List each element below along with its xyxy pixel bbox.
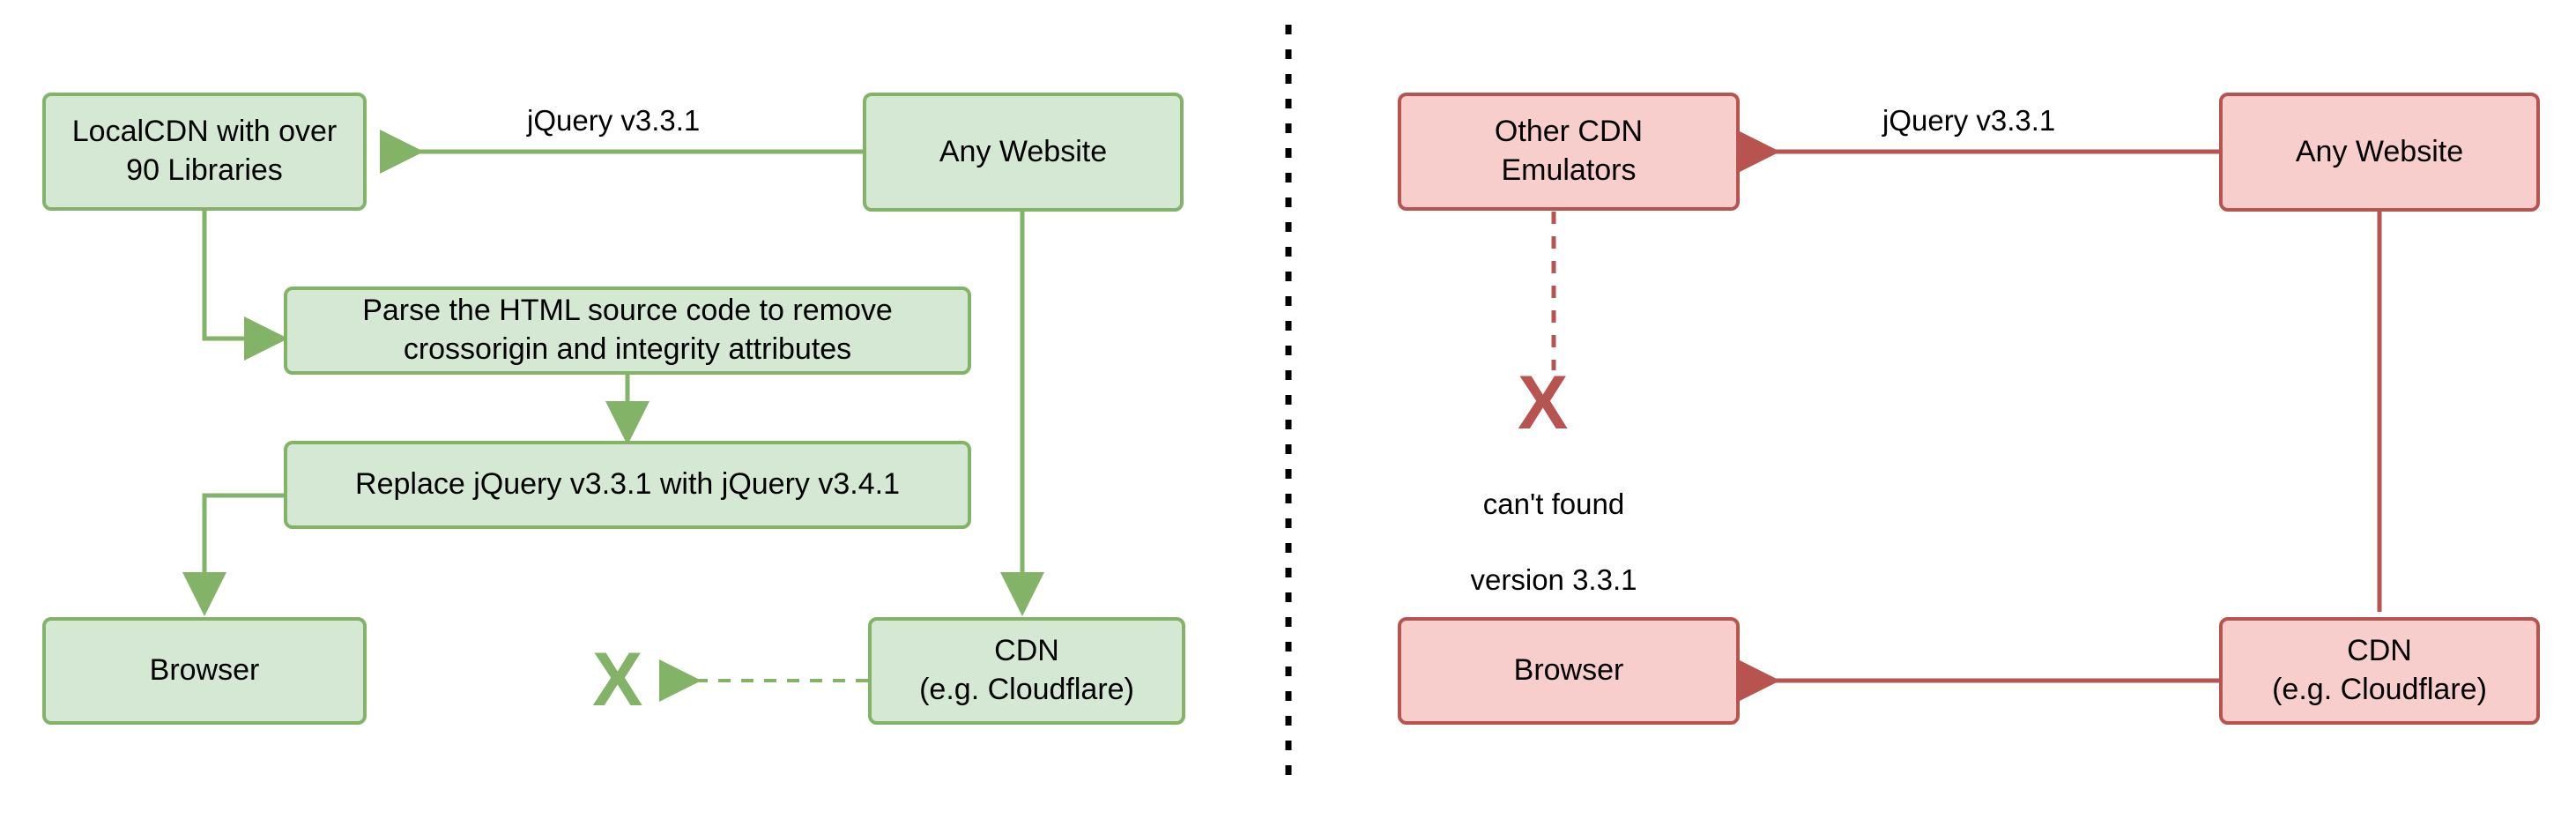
node-any-website-left-label: Any Website [939, 134, 1108, 168]
node-localcdn[interactable]: LocalCDN with over 90 Libraries [42, 93, 367, 211]
edge-label-jquery-left: jQuery v3.3.1 [518, 104, 709, 138]
node-parse-line2: crossorigin and integrity attributes [403, 332, 852, 366]
node-browser-left[interactable]: Browser [42, 617, 367, 725]
node-cdn-right-line1: CDN [2347, 634, 2412, 668]
node-cdn-right[interactable]: CDN (e.g. Cloudflare) [2219, 617, 2540, 725]
edge-label-jquery-right: jQuery v3.3.1 [1874, 104, 2065, 138]
node-any-website-left[interactable]: Any Website [863, 93, 1184, 212]
node-cdn-right-line2: (e.g. Cloudflare) [2272, 673, 2487, 706]
node-parse-line1: Parse the HTML source code to remove [362, 294, 893, 328]
blocked-x-icon-left: X [592, 637, 643, 722]
failure-note: can't found version 3.3.1 [1422, 448, 1686, 637]
failure-note-line2: version 3.3.1 [1470, 562, 1637, 596]
node-cdn-left-line1: CDN [994, 634, 1059, 668]
node-replace-jquery[interactable]: Replace jQuery v3.3.1 with jQuery v3.4.1 [284, 441, 971, 529]
blocked-x-icon-right: X [1518, 361, 1569, 445]
node-cdn-left[interactable]: CDN (e.g. Cloudflare) [868, 617, 1185, 725]
node-localcdn-label: LocalCDN with over 90 Libraries [72, 113, 337, 190]
node-other-cdn-emulators-label: Other CDN Emulators [1495, 113, 1643, 190]
node-parse-html-label: Parse the HTML source code to remove cro… [362, 292, 893, 369]
edge-replace-to-browser [182, 493, 284, 616]
failure-note-line1: can't found [1482, 487, 1625, 520]
node-other-cdn-line1: Other CDN [1494, 115, 1644, 149]
node-browser-right-label: Browser [1513, 653, 1624, 688]
node-cdn-left-line2: (e.g. Cloudflare) [919, 673, 1134, 706]
node-localcdn-line2: 90 Libraries [126, 153, 283, 187]
node-replace-jquery-label: Replace jQuery v3.3.1 with jQuery v3.4.1 [355, 467, 900, 502]
node-browser-left-label: Browser [149, 653, 260, 688]
node-any-website-right-label: Any Website [2295, 134, 2464, 168]
node-any-website-right[interactable]: Any Website [2219, 93, 2540, 212]
node-other-cdn-emulators[interactable]: Other CDN Emulators [1398, 93, 1740, 211]
node-other-cdn-line2: Emulators [1501, 153, 1637, 187]
node-browser-right[interactable]: Browser [1398, 617, 1740, 725]
node-cdn-right-label: CDN (e.g. Cloudflare) [2272, 632, 2487, 709]
node-cdn-left-label: CDN (e.g. Cloudflare) [919, 632, 1134, 709]
edge-localcdn-to-parse [202, 211, 288, 361]
node-localcdn-line1: LocalCDN with over [71, 115, 338, 149]
node-parse-html[interactable]: Parse the HTML source code to remove cro… [284, 287, 971, 375]
